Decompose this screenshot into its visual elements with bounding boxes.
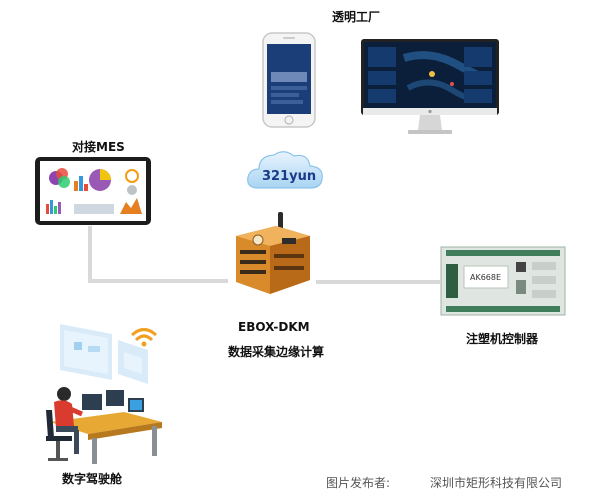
smartphone-image — [262, 32, 316, 128]
credit-company: 深圳市矩形科技有限公司 — [430, 476, 563, 490]
connector-right-horizontal — [316, 280, 440, 284]
connector-left-vertical — [88, 226, 92, 281]
device-desc-label: 数据采集边缘计算 — [228, 345, 325, 359]
digital-cockpit-image — [40, 318, 172, 466]
controller-board-model: AK668E — [470, 273, 502, 282]
connector-left-horizontal — [88, 279, 228, 283]
tablet-image — [34, 156, 152, 226]
mes-label: 对接MES — [72, 140, 125, 154]
ebox-device-image — [226, 210, 318, 298]
controller-label: 注塑机控制器 — [466, 332, 539, 346]
factory-label: 透明工厂 — [332, 10, 381, 24]
controller-board-image: AK668E — [440, 246, 566, 316]
cloud-label: 321yun — [262, 169, 317, 184]
cockpit-label: 数字驾驶舱 — [62, 472, 123, 486]
device-name-label: EBOX-DKM — [238, 320, 310, 334]
cloud-icon — [244, 148, 326, 192]
wifi-icon — [130, 328, 158, 347]
credit-label: 图片发布者: — [326, 476, 391, 490]
monitor-image — [360, 38, 500, 136]
